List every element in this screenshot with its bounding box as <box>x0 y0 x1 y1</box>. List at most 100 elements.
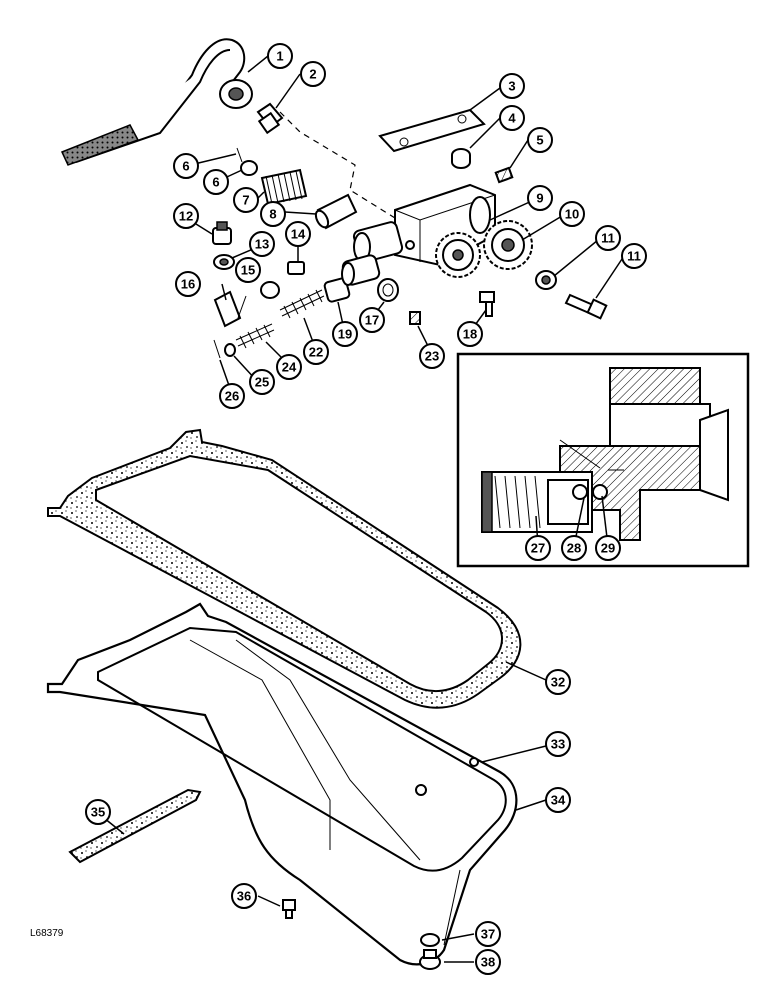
callout-2: 4 <box>499 105 525 131</box>
plate-29 <box>378 108 486 153</box>
svg-text:32: 32 <box>551 675 565 690</box>
ring-28 <box>377 278 399 302</box>
svg-text:29: 29 <box>601 541 615 556</box>
callout-25: 12 <box>173 203 199 229</box>
callout-8: 29 <box>595 535 621 561</box>
svg-text:8: 8 <box>269 207 276 222</box>
bolt-38 <box>282 899 296 919</box>
callout-37: 35 <box>85 799 111 825</box>
callout-9: 7 <box>233 187 259 213</box>
callout-5: 11 <box>621 243 647 269</box>
callout-12: 19 <box>332 321 358 347</box>
callout-6-top: 8 <box>260 201 286 227</box>
svg-text:38: 38 <box>481 955 495 970</box>
svg-text:1: 1 <box>276 49 283 64</box>
svg-text:19: 19 <box>338 327 352 342</box>
callout-22: 16 <box>175 271 201 297</box>
svg-text:22: 22 <box>309 345 323 360</box>
callout-1: 9 <box>527 185 553 211</box>
callout-26: 2 <box>300 61 326 87</box>
fitting-19 <box>287 261 305 275</box>
callout-35: 37 <box>475 921 501 947</box>
pin-11-bottom <box>213 339 221 359</box>
baffle-strip-37 <box>68 788 202 864</box>
sleeve-6 <box>314 193 358 230</box>
plug-34 <box>419 949 441 970</box>
svg-text:23: 23 <box>425 349 439 364</box>
cap-nut <box>260 281 280 299</box>
bolt-5 <box>564 293 608 320</box>
plug-18 <box>494 166 514 184</box>
callout-16: 18 <box>457 321 483 347</box>
svg-text:17: 17 <box>365 313 379 328</box>
svg-text:10: 10 <box>565 207 579 222</box>
callout-23: 15 <box>235 257 261 283</box>
sleeve-12 <box>323 277 351 303</box>
callout-14: 24 <box>276 354 302 380</box>
callout-11-top: 6 <box>173 153 199 179</box>
svg-text:3: 3 <box>508 79 515 94</box>
spring-13 <box>279 289 325 319</box>
svg-text:27: 27 <box>531 541 545 556</box>
callout-3: 10 <box>559 201 585 227</box>
callout-19: 14 <box>285 221 311 247</box>
svg-text:36: 36 <box>237 889 251 904</box>
callout-28: 17 <box>359 307 385 333</box>
spring-14 <box>235 323 275 349</box>
callout-29: 3 <box>499 73 525 99</box>
svg-text:33: 33 <box>551 737 565 752</box>
callout-33: 32 <box>545 669 571 695</box>
callout-7: 28 <box>561 535 587 561</box>
pin-11-top <box>236 147 243 163</box>
callout-34: 38 <box>475 949 501 975</box>
svg-text:7: 7 <box>242 193 249 208</box>
svg-text:18: 18 <box>463 327 477 342</box>
callout-10: 6 <box>203 169 229 195</box>
dipstick-tube <box>60 38 253 166</box>
callout-17: 23 <box>419 343 445 369</box>
svg-text:11: 11 <box>601 231 615 246</box>
gear-left <box>435 232 481 278</box>
bushing-left <box>341 254 381 286</box>
callout-18: 5 <box>527 127 553 153</box>
svg-text:11: 11 <box>627 249 641 264</box>
bolt-16 <box>479 291 495 317</box>
svg-text:16: 16 <box>181 277 195 292</box>
svg-text:9: 9 <box>536 191 543 206</box>
svg-text:24: 24 <box>282 360 297 375</box>
washer-15 <box>224 343 236 357</box>
callout-36: 33 <box>545 731 571 757</box>
callout-11-bottom: 26 <box>219 383 245 409</box>
svg-text:26: 26 <box>225 389 239 404</box>
svg-text:2: 2 <box>309 67 316 82</box>
washer-35 <box>420 933 440 947</box>
callout-13: 22 <box>303 339 329 365</box>
cap-10 <box>240 160 258 176</box>
svg-text:28: 28 <box>567 541 581 556</box>
svg-text:14: 14 <box>291 227 306 242</box>
bushing-2 <box>451 148 471 169</box>
washer-24 <box>213 254 235 270</box>
pin-22 <box>213 290 247 328</box>
svg-text:12: 12 <box>179 209 193 224</box>
oil-pan-gasket <box>47 428 522 709</box>
svg-text:15: 15 <box>241 263 255 278</box>
svg-text:13: 13 <box>255 237 269 252</box>
washer-4 <box>535 270 557 290</box>
callout-32: 34 <box>545 787 571 813</box>
svg-text:5: 5 <box>536 133 543 148</box>
fitting-25 <box>212 221 232 245</box>
svg-text:6: 6 <box>212 175 219 190</box>
callout-15: 25 <box>249 369 275 395</box>
svg-text:6: 6 <box>182 159 189 174</box>
callout-4: 11 <box>595 225 621 251</box>
plug-17 <box>409 311 421 325</box>
sectional-view-inset <box>456 352 750 568</box>
callout-38: 36 <box>231 883 257 909</box>
svg-text:37: 37 <box>481 927 495 942</box>
callout-6-inset: 27 <box>525 535 551 561</box>
svg-text:34: 34 <box>551 793 566 808</box>
fitting-26 <box>256 102 284 135</box>
svg-text:25: 25 <box>255 375 269 390</box>
